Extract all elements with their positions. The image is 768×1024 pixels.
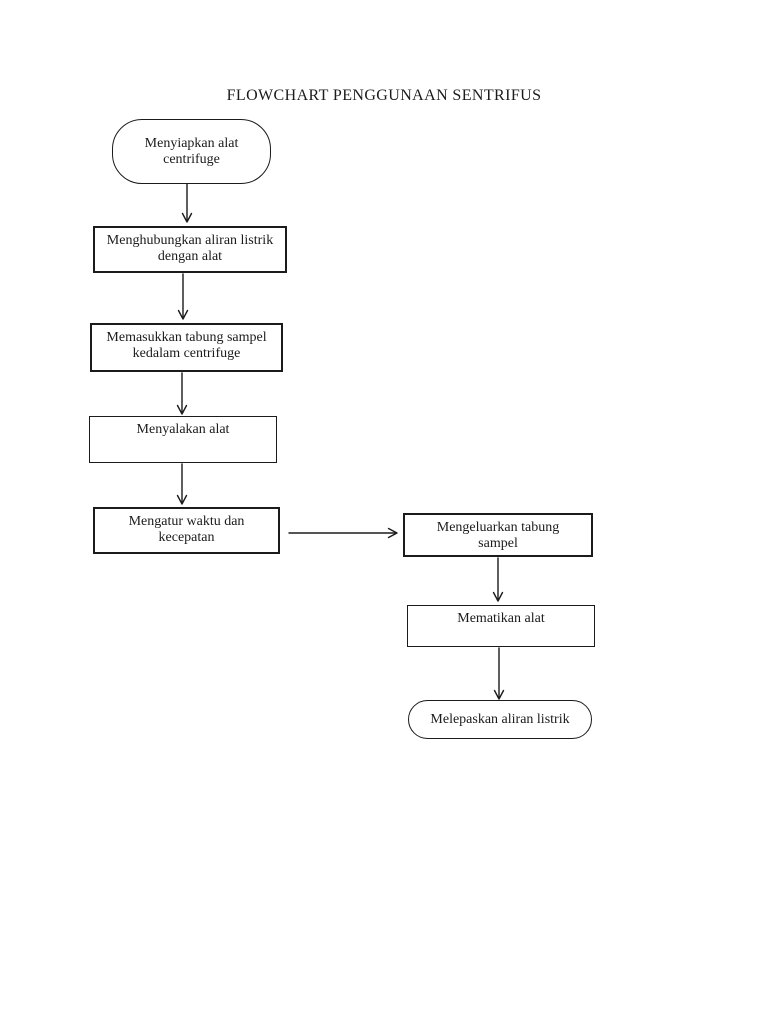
- node-set-time-speed: Mengatur waktu dan kecepatan: [93, 507, 280, 554]
- node-label-line: Mematikan alat: [457, 611, 545, 626]
- node-label-line: kedalam centrifuge: [132, 346, 241, 361]
- node-label-line: Memasukkan tabung sampel: [106, 330, 267, 345]
- arrow-turn-off-to-end: [493, 647, 505, 700]
- node-label-line: Mengeluarkan tabung: [436, 520, 560, 535]
- node-connect-power: Menghubungkan aliran listrik dengan alat: [93, 226, 287, 273]
- flowchart-title: FLOWCHART PENGGUNAAN SENTRIFUS: [226, 87, 542, 104]
- node-end-terminator: Melepaskan aliran listrik: [408, 700, 592, 739]
- node-label-line: centrifuge: [163, 151, 220, 167]
- node-label-line: Menyalakan alat: [136, 422, 230, 437]
- node-label-line: Mengatur waktu dan: [128, 514, 245, 529]
- node-insert-tubes: Memasukkan tabung sampel kedalam centrif…: [90, 323, 283, 372]
- arrow-turn-on-to-set-time-speed: [176, 463, 188, 505]
- node-label-line: Melepaskan aliran listrik: [430, 711, 570, 727]
- node-label-line: Menghubungkan aliran listrik: [106, 233, 274, 248]
- arrow-start-to-connect-power: [181, 183, 193, 223]
- node-label-line: kecepatan: [158, 530, 215, 545]
- arrow-set-time-speed-to-remove-tubes: [288, 527, 398, 539]
- node-start-terminator: Menyiapkan alat centrifuge: [112, 119, 271, 184]
- node-turn-off: Mematikan alat: [407, 605, 595, 647]
- arrow-insert-tubes-to-turn-on: [176, 372, 188, 415]
- arrow-connect-power-to-insert-tubes: [177, 273, 189, 320]
- node-remove-tubes: Mengeluarkan tabung sampel: [403, 513, 593, 557]
- node-turn-on: Menyalakan alat: [89, 416, 277, 463]
- arrow-remove-tubes-to-turn-off: [492, 557, 504, 602]
- node-label-line: Menyiapkan alat: [144, 135, 239, 151]
- node-label-line: dengan alat: [157, 249, 223, 264]
- node-label-line: sampel: [478, 536, 518, 551]
